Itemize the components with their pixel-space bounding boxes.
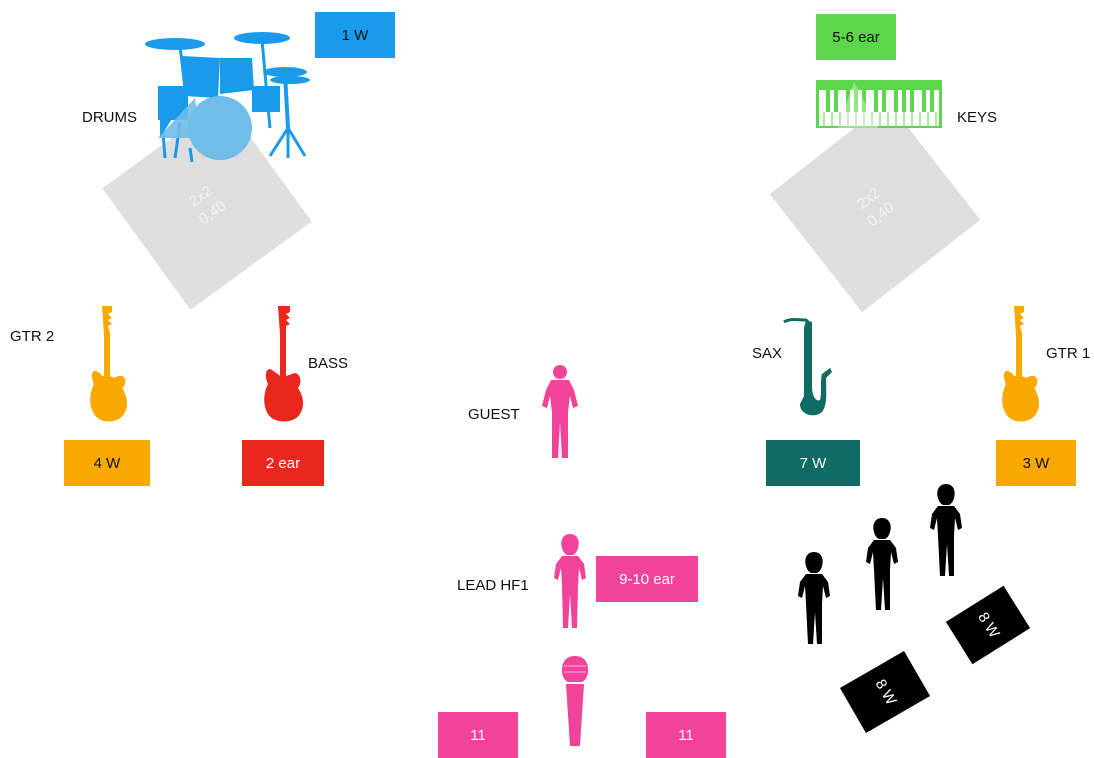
- person-icon: [554, 534, 586, 628]
- gtr2-monitor: 4 W: [64, 440, 150, 486]
- drums-monitor: 1 W: [315, 12, 395, 58]
- electric-guitar-icon: [1002, 306, 1040, 422]
- microphone-icon: [562, 656, 588, 746]
- drum-kit-icon: [145, 32, 310, 163]
- side-upper-monitor: 8 W: [945, 585, 1031, 665]
- person-icon: [798, 552, 830, 644]
- saxophone-icon: [783, 318, 832, 416]
- bass-guitar-icon: [264, 306, 304, 422]
- electric-guitar-icon: [90, 306, 128, 422]
- side-lower-monitor: 8 W: [839, 650, 931, 734]
- lead-monitor: 9-10 ear: [596, 556, 698, 602]
- gtr2-label: GTR 2: [10, 328, 55, 345]
- sax-label: SAX: [752, 345, 783, 362]
- front-right-monitor: 11: [646, 712, 726, 758]
- bass-label: BASS: [308, 355, 349, 372]
- side-upper-monitor-label: 8 W: [973, 609, 1003, 641]
- keys-monitor: 5-6 ear: [816, 14, 896, 60]
- sax-monitor: 7 W: [766, 440, 860, 486]
- gtr1-label: GTR 1: [1046, 345, 1091, 362]
- gtr1-monitor: 3 W: [996, 440, 1076, 486]
- front-left-monitor: 11: [438, 712, 518, 758]
- drums-label: DRUMS: [82, 109, 137, 126]
- guest-label: GUEST: [468, 406, 520, 423]
- side-lower-monitor-label: 8 W: [870, 676, 900, 708]
- keyboard-icon: [816, 80, 942, 128]
- person-icon: [866, 518, 898, 610]
- keys-label: KEYS: [957, 109, 998, 126]
- person-icon: [930, 484, 962, 576]
- lead-label: LEAD HF1: [457, 577, 529, 594]
- bass-monitor: 2 ear: [242, 440, 324, 486]
- person-icon: [542, 365, 578, 458]
- riser-right: 2x2 0,40: [769, 101, 981, 313]
